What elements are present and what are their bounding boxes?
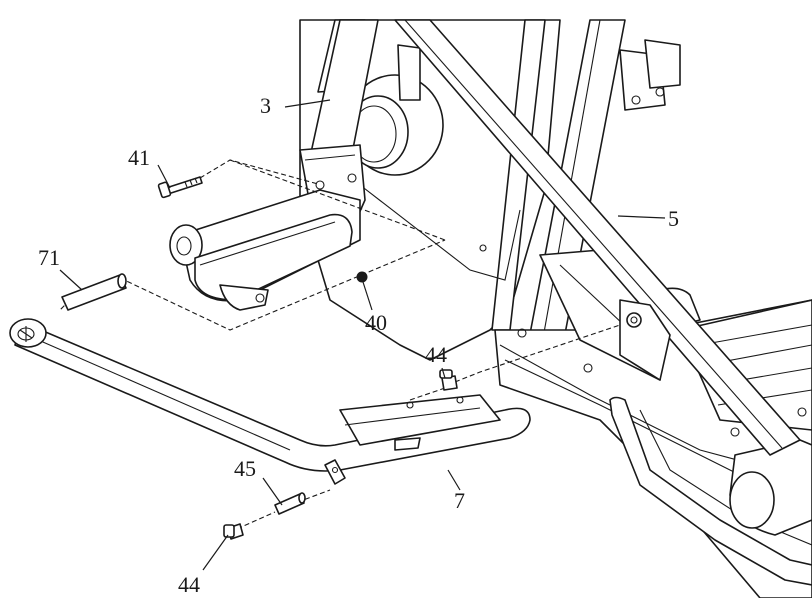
part-71-axle-rod	[61, 273, 127, 311]
callout-45: 45	[234, 456, 256, 481]
part-41-bolt	[157, 176, 203, 199]
callout-5: 5	[668, 206, 679, 231]
pivot-roller-assembly	[169, 189, 361, 311]
callout-labels: 3 41 5 71 40 44 45 7 44	[38, 93, 679, 597]
part-45-spacer	[274, 492, 306, 515]
callout-7: 7	[454, 488, 465, 513]
leader-lines	[59, 99, 666, 571]
part-7-handlebar	[9, 318, 531, 485]
callout-3: 3	[260, 93, 271, 118]
callout-41: 41	[128, 145, 150, 170]
callout-71: 71	[38, 245, 60, 270]
callout-44-bottom: 44	[178, 572, 200, 597]
callout-40: 40	[365, 310, 387, 335]
part-44-screw-top	[439, 369, 458, 391]
main-frame	[299, 19, 812, 598]
callout-44-top: 44	[425, 342, 447, 367]
part-44-screw-bottom	[223, 523, 244, 540]
part-5-diagonal-tube	[394, 19, 801, 456]
part-40-nut	[356, 271, 368, 283]
